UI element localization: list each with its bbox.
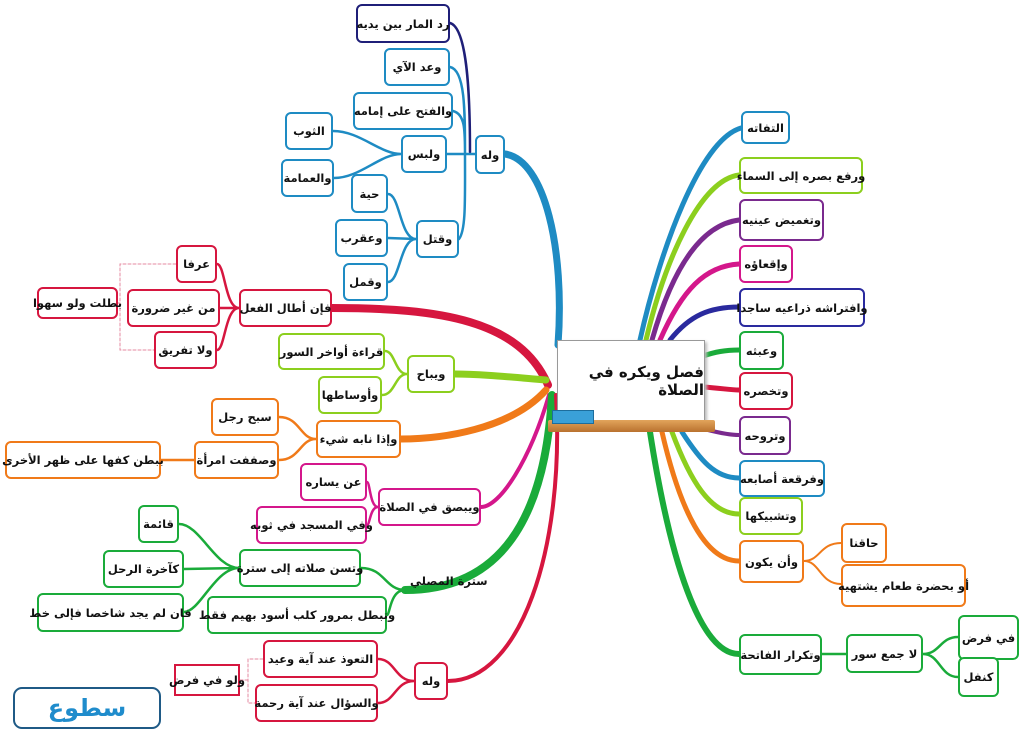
node-farqaa: وفرقعة أصابعه: [739, 460, 825, 497]
node-yubah: ويباح: [407, 355, 455, 393]
node-an-yakun: وأن يكون: [739, 540, 804, 583]
node-batalat: بطلت ولو سهوا: [33, 287, 122, 319]
branch-right-11: [659, 429, 742, 564]
node-hayya: حية: [351, 174, 388, 213]
central-topic-title: فصل ويكره في الصلاة: [588, 363, 704, 399]
branch-right-10: [669, 429, 742, 517]
branch-right-9: [679, 429, 742, 481]
node-iftirash: وافتراشه ذراعيه ساجدا: [736, 288, 868, 327]
branch-right-2: [643, 172, 742, 343]
node-walaw-fi-fard: ولو في فرض: [169, 664, 245, 696]
branch-right-3: [649, 217, 742, 343]
node-sual: والسؤال عند آية رحمة: [254, 684, 379, 722]
node-nabahu-shay: وإذا نابه شيء: [316, 420, 401, 458]
central-topic: فصل ويكره في الصلاة: [557, 340, 705, 422]
node-thawb: الثوب: [285, 112, 333, 150]
branch-right-1: [637, 125, 744, 343]
branch-right-4: [657, 261, 742, 343]
node-aqrab: وعقرب: [335, 219, 388, 257]
branch-left-orange: [397, 386, 550, 443]
node-fi-fard: في فرض: [958, 615, 1019, 660]
branch-left-blue: [501, 150, 563, 349]
branch-right-7: [700, 384, 742, 393]
label-sutrat-al-musalli: سترة المصلي: [410, 574, 488, 588]
branch-left-lime: [451, 370, 550, 384]
node-khatt: فان لم يجد شاخصا فإلى خط: [29, 593, 192, 632]
node-yabsuq: ويبصق في الصلاة: [378, 488, 481, 526]
node-tabtul: وتبطل بمرور كلب أسود بهيم فقط: [199, 596, 395, 634]
node-qatl: وقتل: [416, 220, 459, 258]
node-qaima: قائمة: [138, 505, 179, 543]
branch-right-12: [647, 429, 742, 657]
node-urfan: عرفا: [176, 245, 217, 283]
branch-right-5: [667, 304, 742, 343]
node-iltifat: التفاته: [741, 111, 790, 144]
node-tarawwuh: وتروحه: [739, 416, 791, 455]
node-akhirat-rahl: كآخرة الرحل: [103, 550, 184, 588]
node-takhassur: وتخصره: [739, 372, 793, 410]
branch-left-red-bottom: [446, 393, 560, 683]
node-iqaa: وإقعاؤه: [739, 245, 793, 283]
node-wa-lahu-top: وله: [475, 135, 505, 174]
node-fath: والفتح على إمامه: [353, 92, 453, 130]
node-raf-basar: ورفع بصره إلى السماء: [737, 157, 865, 194]
node-wala-tafriq: ولا تفريق: [154, 331, 217, 369]
node-la-jam-suwar: لا جمع سور: [846, 634, 923, 673]
node-awsatuha: وأوساطها: [318, 376, 382, 414]
node-hadrat-taam: أو بحضرة طعام يشتهيه: [838, 564, 969, 607]
node-ka-nafl: كنفل: [958, 657, 999, 697]
node-qaml: وقمل: [343, 263, 388, 301]
node-fil-masjid: وفي المسجد في ثوبه: [250, 506, 373, 544]
branch-right-6: [700, 347, 742, 359]
tray-icon: [552, 410, 594, 424]
node-libs: ولبس: [401, 135, 447, 173]
brand-logo-text: سطوع: [47, 694, 127, 722]
branch-left-green: [401, 391, 556, 594]
node-haqinan: حاقنا: [841, 523, 887, 563]
node-tusann-sutra: وتسن صلاته إلى سترة: [237, 549, 363, 587]
node-min-ghayr-darura: من غير ضرورة: [127, 289, 220, 327]
node-tashbik: وتشبيكها: [739, 497, 803, 535]
node-takrar-fatiha: وتكرار الفاتحة: [739, 634, 822, 675]
node-awakhir-suwar: قراءة أواخر السور: [278, 333, 385, 370]
node-an-yasarihi: عن يساره: [300, 463, 367, 501]
node-taghmid: وتغميض عينيه: [739, 199, 824, 241]
brand-logo: سطوع: [13, 687, 161, 729]
node-wa-lahu-bottom: وله: [414, 662, 448, 700]
node-saffaqat: وصففت امرأة: [194, 441, 279, 479]
node-add-al-ay: وعد الآي: [384, 48, 450, 86]
node-sabbah-rajul: سبح رجل: [211, 398, 279, 436]
node-radd-al-mar: رد المار بين يديه: [356, 4, 450, 43]
branch-left-red: [328, 304, 552, 389]
node-taawwudh: التعوذ عند آية وعيد: [263, 640, 378, 678]
node-batn-kaffiha: ببطن كفها على ظهر الأخرى: [2, 441, 164, 479]
node-imama: والعمامة: [281, 159, 334, 197]
branch-left-magenta: [479, 393, 551, 509]
node-atal-al-fil: فإن أطال الفعل: [239, 289, 332, 327]
node-abath: وعبثه: [739, 331, 784, 370]
